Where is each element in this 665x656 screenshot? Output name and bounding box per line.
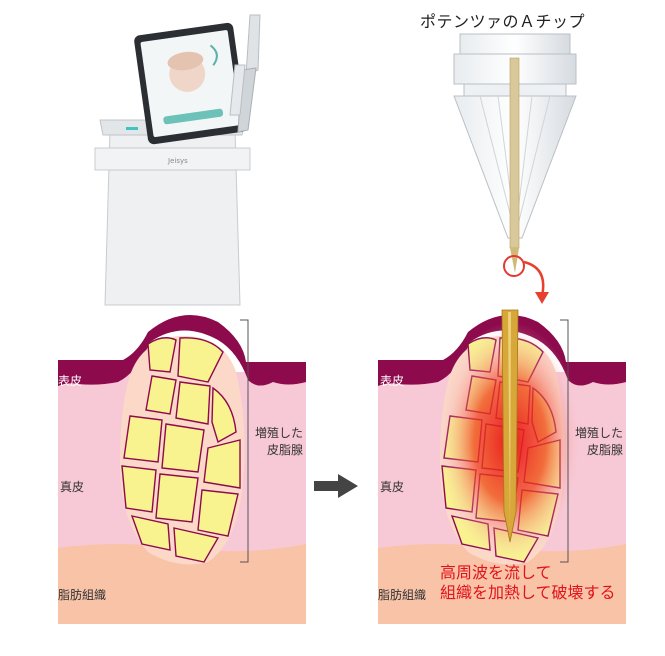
effect-text-line2: 組織を加熱して破壊する — [440, 583, 616, 602]
tip-title: ポテンツァのＡチップ — [420, 12, 586, 31]
label-fat-right: 脂肪組織 — [378, 588, 427, 602]
label-epidermis-left: 表皮 — [58, 374, 83, 388]
label-fat-left: 脂肪組織 — [58, 588, 107, 602]
label-dermis-right: 真皮 — [380, 480, 405, 494]
svg-text:Jeisys: Jeisys — [167, 157, 188, 165]
skin-diagram-before — [58, 312, 306, 624]
label-gland-right-line2: 皮脂腺 — [587, 443, 624, 457]
device-illustration: Jeisys — [70, 10, 270, 306]
right-arrow-icon — [314, 474, 358, 498]
label-gland-left: 増殖した 皮脂腺 — [255, 425, 303, 459]
label-dermis-left: 真皮 — [60, 480, 85, 494]
skin-diagram-after — [378, 309, 626, 624]
label-gland-left-line1: 増殖した — [255, 426, 304, 440]
label-gland-left-line2: 皮脂腺 — [267, 443, 304, 457]
effect-text-line1: 高周波を流して — [440, 563, 552, 582]
curved-arrow-icon — [523, 260, 549, 304]
a-tip-illustration — [440, 28, 600, 288]
label-gland-right-line1: 増殖した — [575, 426, 624, 440]
label-gland-right: 増殖した 皮脂腺 — [575, 425, 623, 459]
label-epidermis-right: 表皮 — [380, 374, 405, 388]
